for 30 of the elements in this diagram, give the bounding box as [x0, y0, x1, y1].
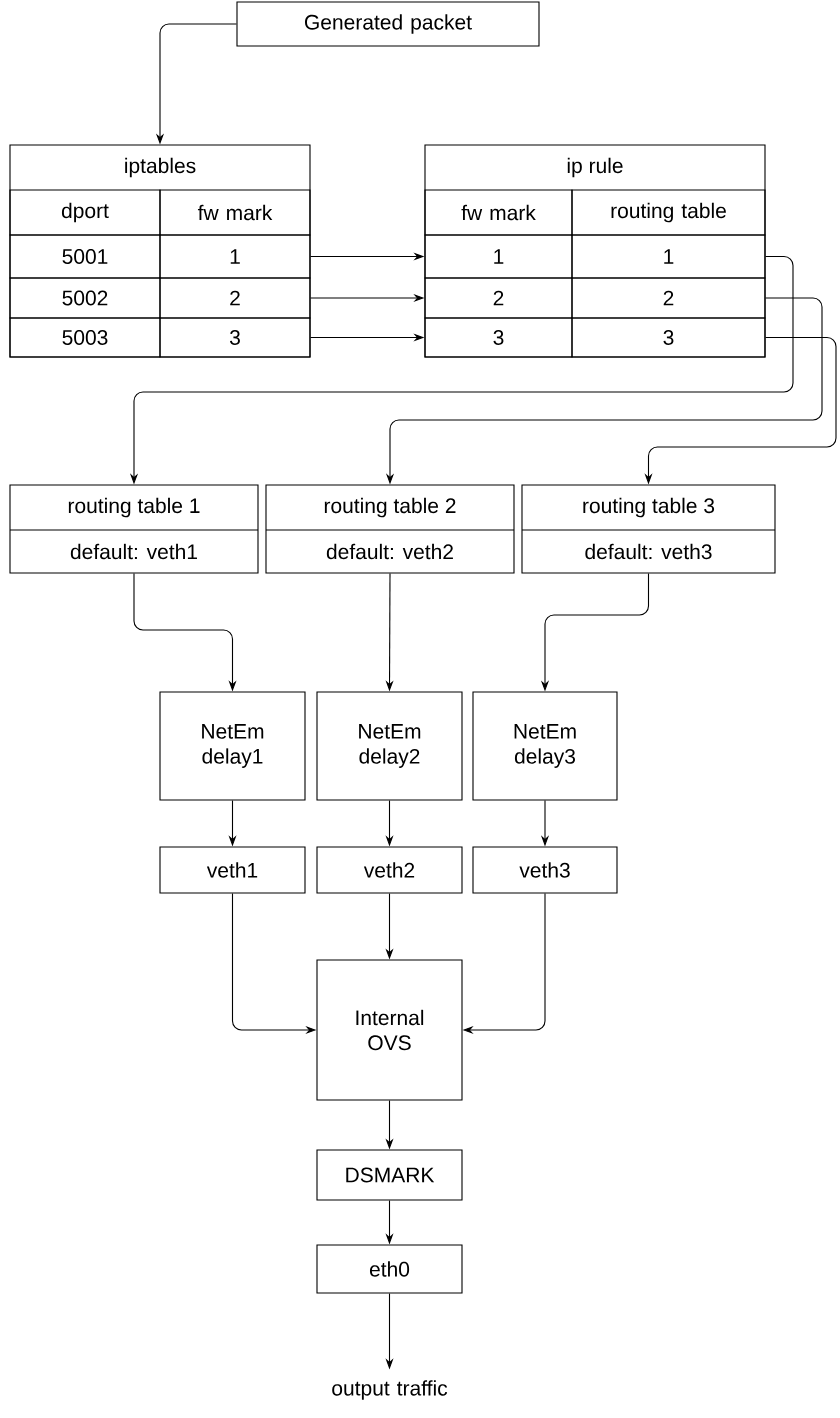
table-cell: 2	[571, 277, 766, 319]
table-cell: 1	[424, 234, 573, 279]
process-box: Generated packet	[236, 1, 540, 47]
table-cell: fw mark	[424, 189, 573, 236]
table-cell: 1	[571, 234, 766, 279]
table-cell: 5001	[9, 234, 161, 279]
process-box: NetEm delay2	[316, 691, 463, 801]
process-box: Internal OVS	[316, 959, 463, 1101]
table-cell: 2	[424, 277, 573, 319]
table-cell: 3	[159, 317, 311, 358]
routing-table-box: routing table 3 default: veth3	[521, 484, 776, 574]
process-box: NetEm delay3	[472, 691, 618, 801]
routing-table-box: routing table 1 default: veth1	[9, 484, 259, 574]
routing-table-box: routing table 2 default: veth2	[265, 484, 515, 574]
table-cell: dport	[9, 189, 161, 236]
process-box: veth1	[159, 846, 306, 894]
table-cell: 3	[424, 317, 573, 358]
table-cell: 3	[571, 317, 766, 358]
process-box: veth3	[472, 846, 618, 894]
process-box: eth0	[316, 1244, 463, 1294]
process-box: veth2	[316, 846, 463, 894]
table-cell: 5003	[9, 317, 161, 358]
table-cell: fw mark	[159, 189, 311, 236]
table-cell: 5002	[9, 277, 161, 319]
table-cell: 1	[159, 234, 311, 279]
process-box: DSMARK	[316, 1149, 463, 1201]
process-box: NetEm delay1	[159, 691, 306, 801]
table-cell: routing table	[571, 189, 766, 236]
table-cell: 2	[159, 277, 311, 319]
output-label: output traffic	[332, 1380, 448, 1400]
